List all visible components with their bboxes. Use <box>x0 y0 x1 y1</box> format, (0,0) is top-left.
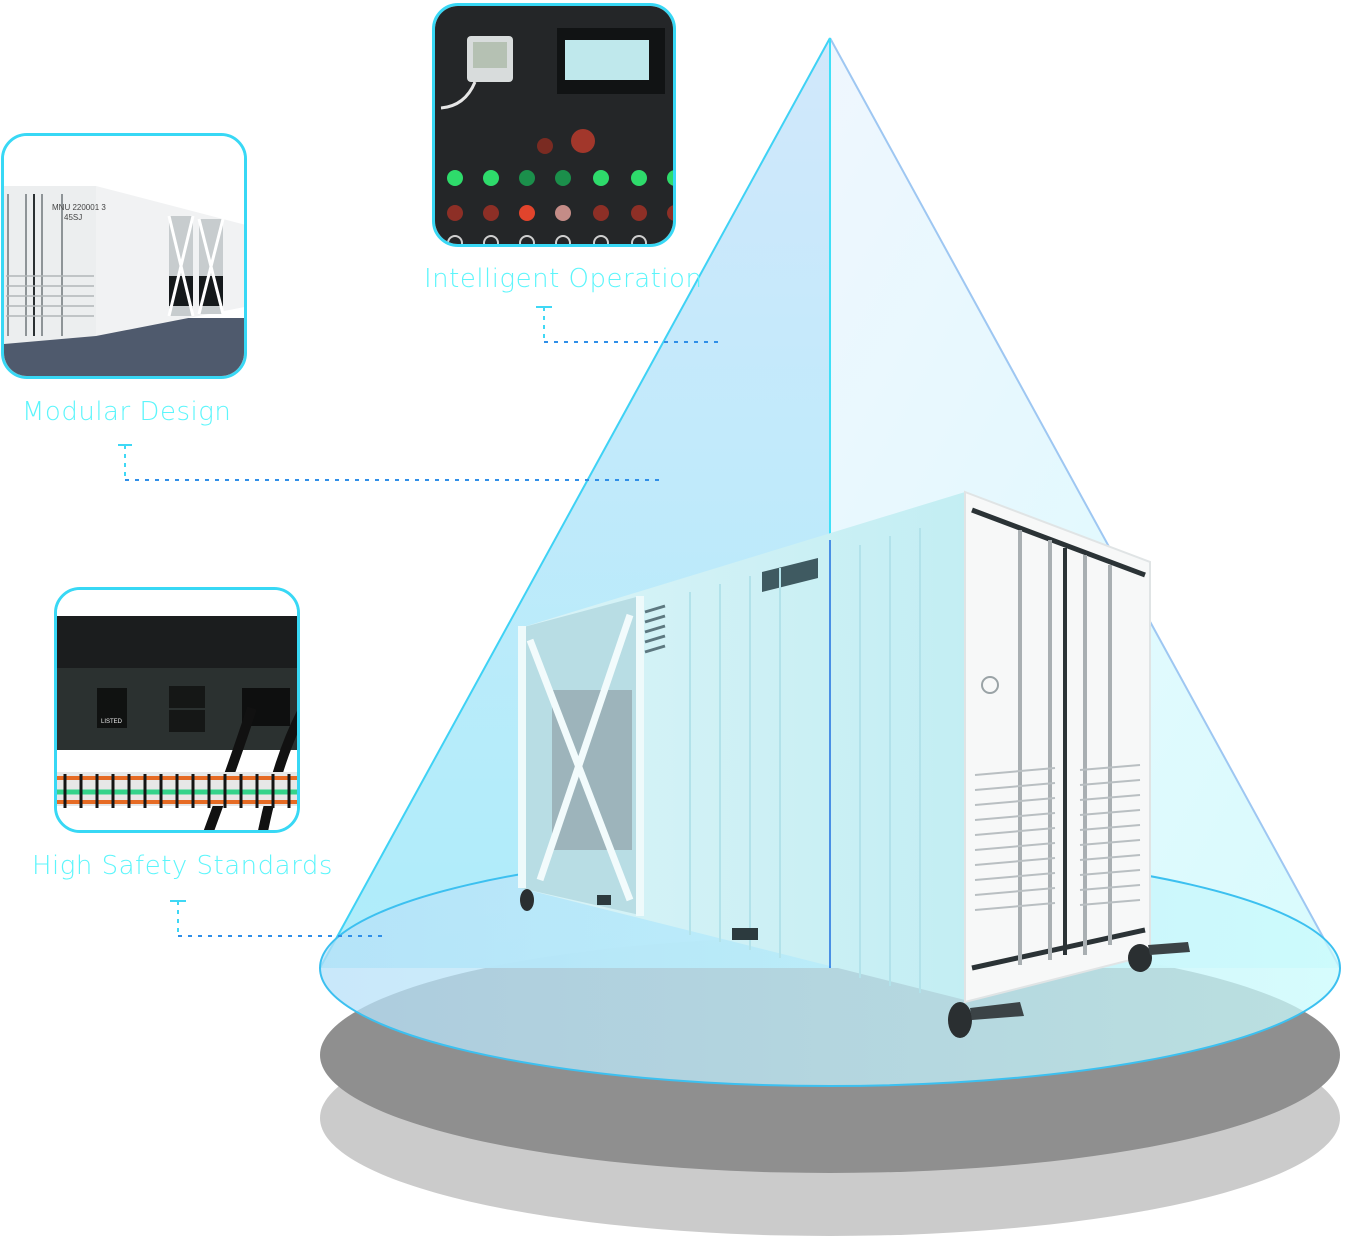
thumbnail-high-safety: LISTED <box>54 587 300 833</box>
control-panel-icon <box>435 6 673 244</box>
door-marking: MNU 220001 3 <box>52 203 106 212</box>
svg-text:LISTED: LISTED <box>101 719 123 725</box>
container-exterior-icon: MNU 220001 3 45SJ <box>4 136 244 376</box>
leader-line-modular-design <box>118 444 660 481</box>
feature-label-high-safety: High Safety Standards <box>32 851 333 881</box>
feature-label-intelligent-operation: Intelligent Operation <box>424 264 703 294</box>
feature-label-modular-design: Modular Design <box>22 397 232 427</box>
svg-text:45SJ: 45SJ <box>64 213 82 222</box>
pdu-cabling-icon: LISTED <box>57 590 297 830</box>
leader-line-high-safety <box>170 900 388 937</box>
thumbnail-intelligent-operation <box>432 3 676 247</box>
container-illustration <box>518 490 1190 1038</box>
thumbnail-modular-design: MNU 220001 3 45SJ <box>1 133 247 379</box>
leader-line-intelligent-operation <box>536 306 718 343</box>
